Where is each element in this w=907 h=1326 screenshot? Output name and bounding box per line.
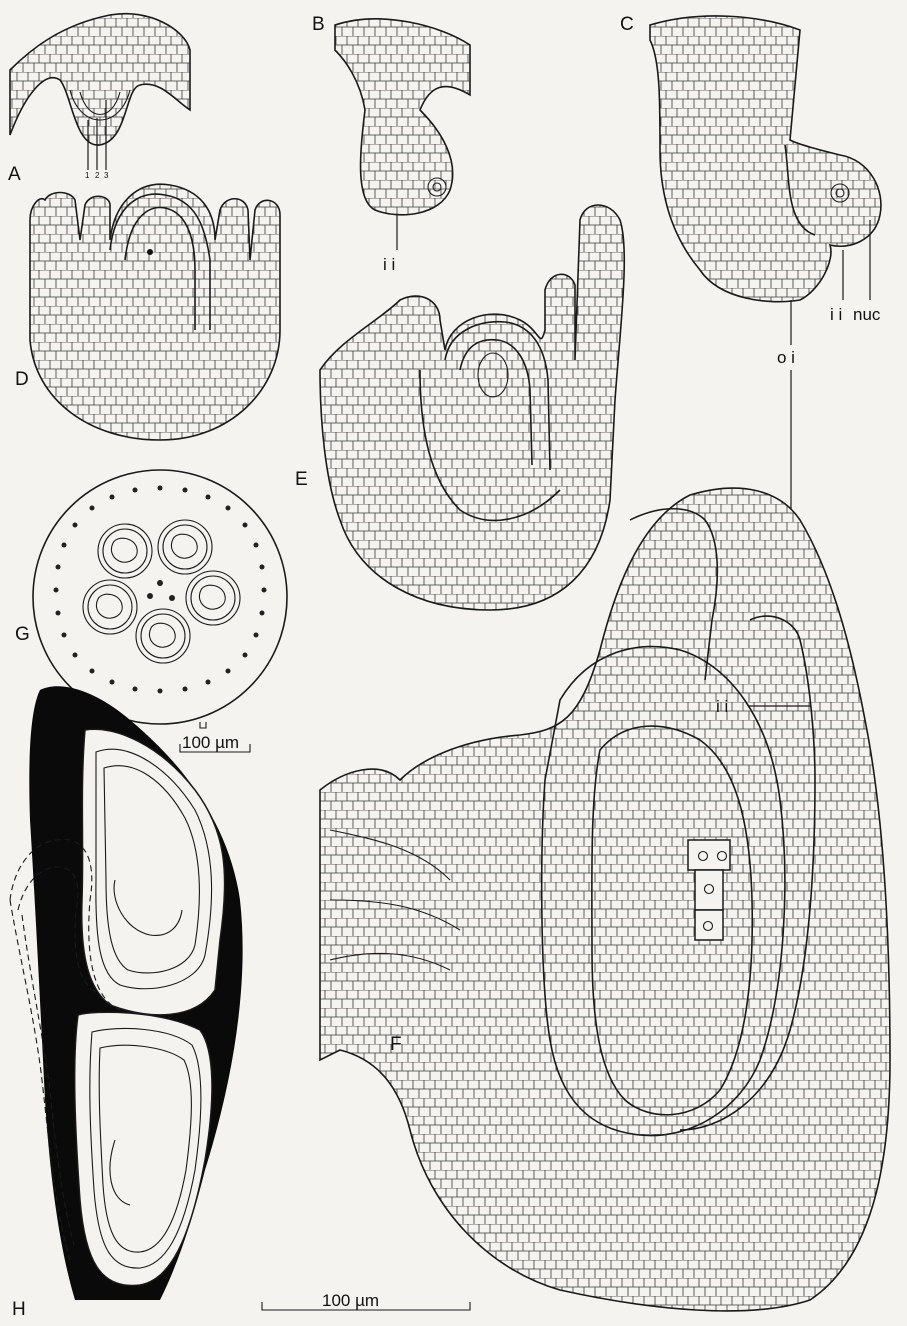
scale-bar-upper-label: 100 µm <box>182 733 239 752</box>
layer-label-1: 1 <box>85 171 90 180</box>
panel-c-integument-initiation: i i nuc o i C <box>620 14 881 525</box>
label-ii-panel-c: i i <box>830 305 842 324</box>
scale-bar-lower-label: 100 µm <box>322 1291 379 1310</box>
panel-g-ovary-cross-section: G <box>15 470 287 724</box>
panel-label-h: H <box>12 1299 26 1320</box>
locule-ring <box>83 520 240 663</box>
panel-label-b: B <box>312 14 325 35</box>
layer-label-2: 2 <box>95 171 100 180</box>
panel-label-e: E <box>295 469 308 490</box>
label-ii-panel-f: i i <box>716 697 728 716</box>
label-ii-panel-b: i i <box>383 255 395 274</box>
panel-f-mature-ovule: i i F <box>320 488 890 1311</box>
panel-a-ovule-primordium: 1 2 3 A <box>8 14 190 185</box>
label-oi-panel-c: o i <box>777 348 795 367</box>
panel-e-developing-ovule: E <box>295 205 624 610</box>
panel-label-f: F <box>390 1034 402 1055</box>
scale-bar-upper: 100 µm <box>180 722 250 752</box>
panel-label-c: C <box>620 14 634 35</box>
panel-label-d: D <box>15 369 29 390</box>
panel-d-young-ovule: D <box>15 184 280 440</box>
label-nuc: nuc <box>853 305 881 324</box>
panel-h-longitudinal-section: H <box>10 686 243 1320</box>
panel-label-g: G <box>15 624 30 645</box>
panel-label-a: A <box>8 164 21 185</box>
layer-label-3: 3 <box>104 171 109 180</box>
panel-b-inner-integument-initiation: i i B <box>312 14 470 274</box>
scale-bar-lower: 100 µm <box>262 1291 470 1310</box>
